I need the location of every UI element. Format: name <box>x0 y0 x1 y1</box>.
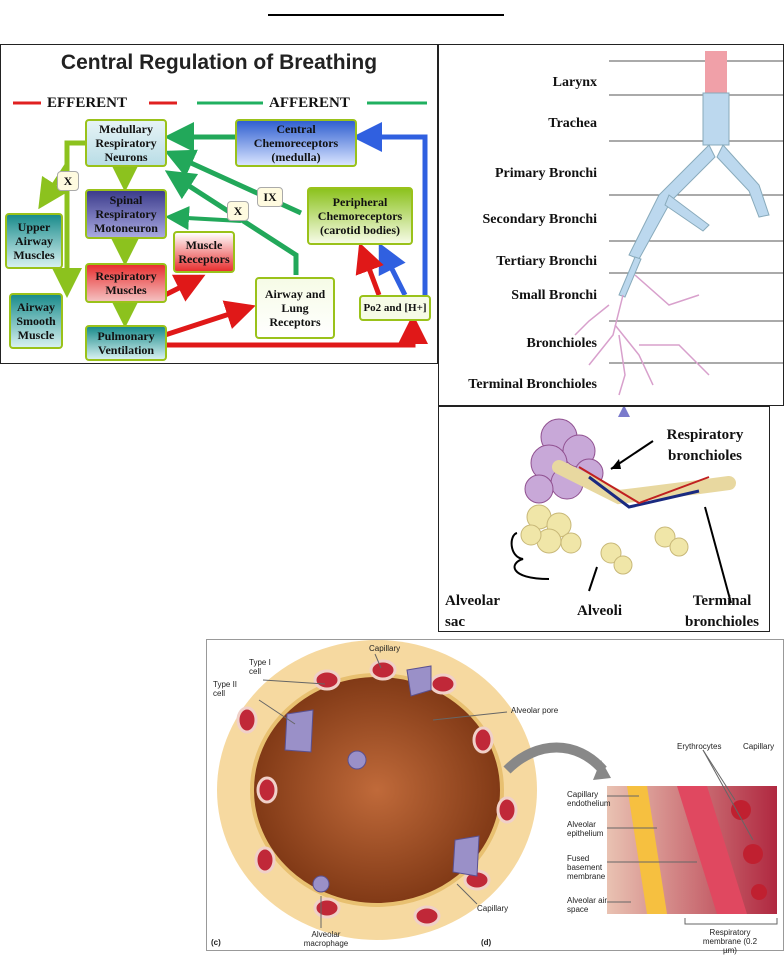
erythrocytes-label: Erythrocytes <box>677 742 722 751</box>
respiratory-muscles-box: Respiratory Muscles <box>85 263 167 303</box>
trachea-label: Trachea <box>548 116 597 131</box>
capillary-top-label: Capillary <box>369 644 401 653</box>
afferent-label: AFFERENT <box>269 95 350 111</box>
respiratory-bronchioles-label: Respiratory bronchioles <box>666 427 744 464</box>
secondary-bronchi-label: Secondary Bronchi <box>482 212 597 227</box>
nerve-ix-label: IX <box>257 187 283 207</box>
muscle-receptors-box: Muscle Receptors <box>173 231 235 273</box>
airway-lung-receptors-box: Airway and Lung Receptors <box>255 277 335 339</box>
regulation-title: Central Regulation of Breathing <box>60 51 378 74</box>
endothelium-label: Capillary endothelium <box>567 790 611 808</box>
primary-bronchi-label: Primary Bronchi <box>494 166 597 181</box>
upper-airway-box: Upper Airway Muscles <box>5 213 63 269</box>
alveolar-sac-label: Alveolar sac <box>445 593 500 630</box>
type-ii-cell-label: Type II cell <box>213 680 238 698</box>
efferent-label: EFFERENT <box>47 95 128 111</box>
airway-tree-panel: Larynx Trachea Primary Bronchi Secondary… <box>438 44 784 406</box>
alveoli-panel: Respiratory bronchioles Alveolar sac Alv… <box>438 406 770 632</box>
capillary-bottom-label: Capillary <box>477 904 509 913</box>
air-space-label: Alveolar air space <box>567 896 608 914</box>
fused-membrane-label: Fused basement membrane <box>567 854 606 881</box>
po2-box: Po2 and [H+] <box>359 295 431 321</box>
medullary-neurons-box: Medullary Respiratory Neurons <box>85 119 167 167</box>
fig-d-label: (d) <box>481 938 492 947</box>
membrane-panel: Capillary Type I cell Type II cell Alveo… <box>206 639 784 955</box>
nerve-x-label-2: X <box>227 201 249 221</box>
larynx-label: Larynx <box>552 75 597 90</box>
bronchioles-label: Bronchioles <box>526 336 597 351</box>
fig-c-label: (c) <box>211 938 221 947</box>
macrophage-label: Alveolar macrophage <box>303 930 349 948</box>
epithelium-label: Alveolar epithelium <box>567 820 604 838</box>
airway-tree-illustration <box>574 51 783 396</box>
regulation-panel: Central Regulation of Breathing EFFERENT… <box>0 44 438 364</box>
spinal-motoneuron-box: Spinal Respiratory Motoneuron <box>85 189 167 239</box>
nerve-x-label: X <box>57 171 79 191</box>
alveoli-label: Alveoli <box>577 603 622 619</box>
tertiary-bronchi-label: Tertiary Bronchi <box>496 254 597 269</box>
type-i-cell-label: Type I cell <box>249 658 271 676</box>
airway-smooth-box: Airway Smooth Muscle <box>9 293 63 349</box>
terminal-bronchioles-label: Terminal Bronchioles <box>468 377 597 392</box>
small-bronchi-label: Small Bronchi <box>511 288 597 303</box>
terminal-bronchioles-label-2: Terminal bronchioles <box>685 593 759 630</box>
alveoli-illustration <box>510 407 736 604</box>
capillary-right-label: Capillary <box>743 742 775 751</box>
membrane-illustration <box>217 640 778 940</box>
alveolar-pore-label: Alveolar pore <box>511 706 559 715</box>
central-chemoreceptors-box: Central Chemoreceptors (medulla) <box>235 119 357 167</box>
pulmonary-ventilation-box: Pulmonary Ventilation <box>85 325 167 361</box>
peripheral-chemoreceptors-box: Peripheral Chemoreceptors (carotid bodie… <box>307 187 413 245</box>
top-rule <box>268 14 504 16</box>
